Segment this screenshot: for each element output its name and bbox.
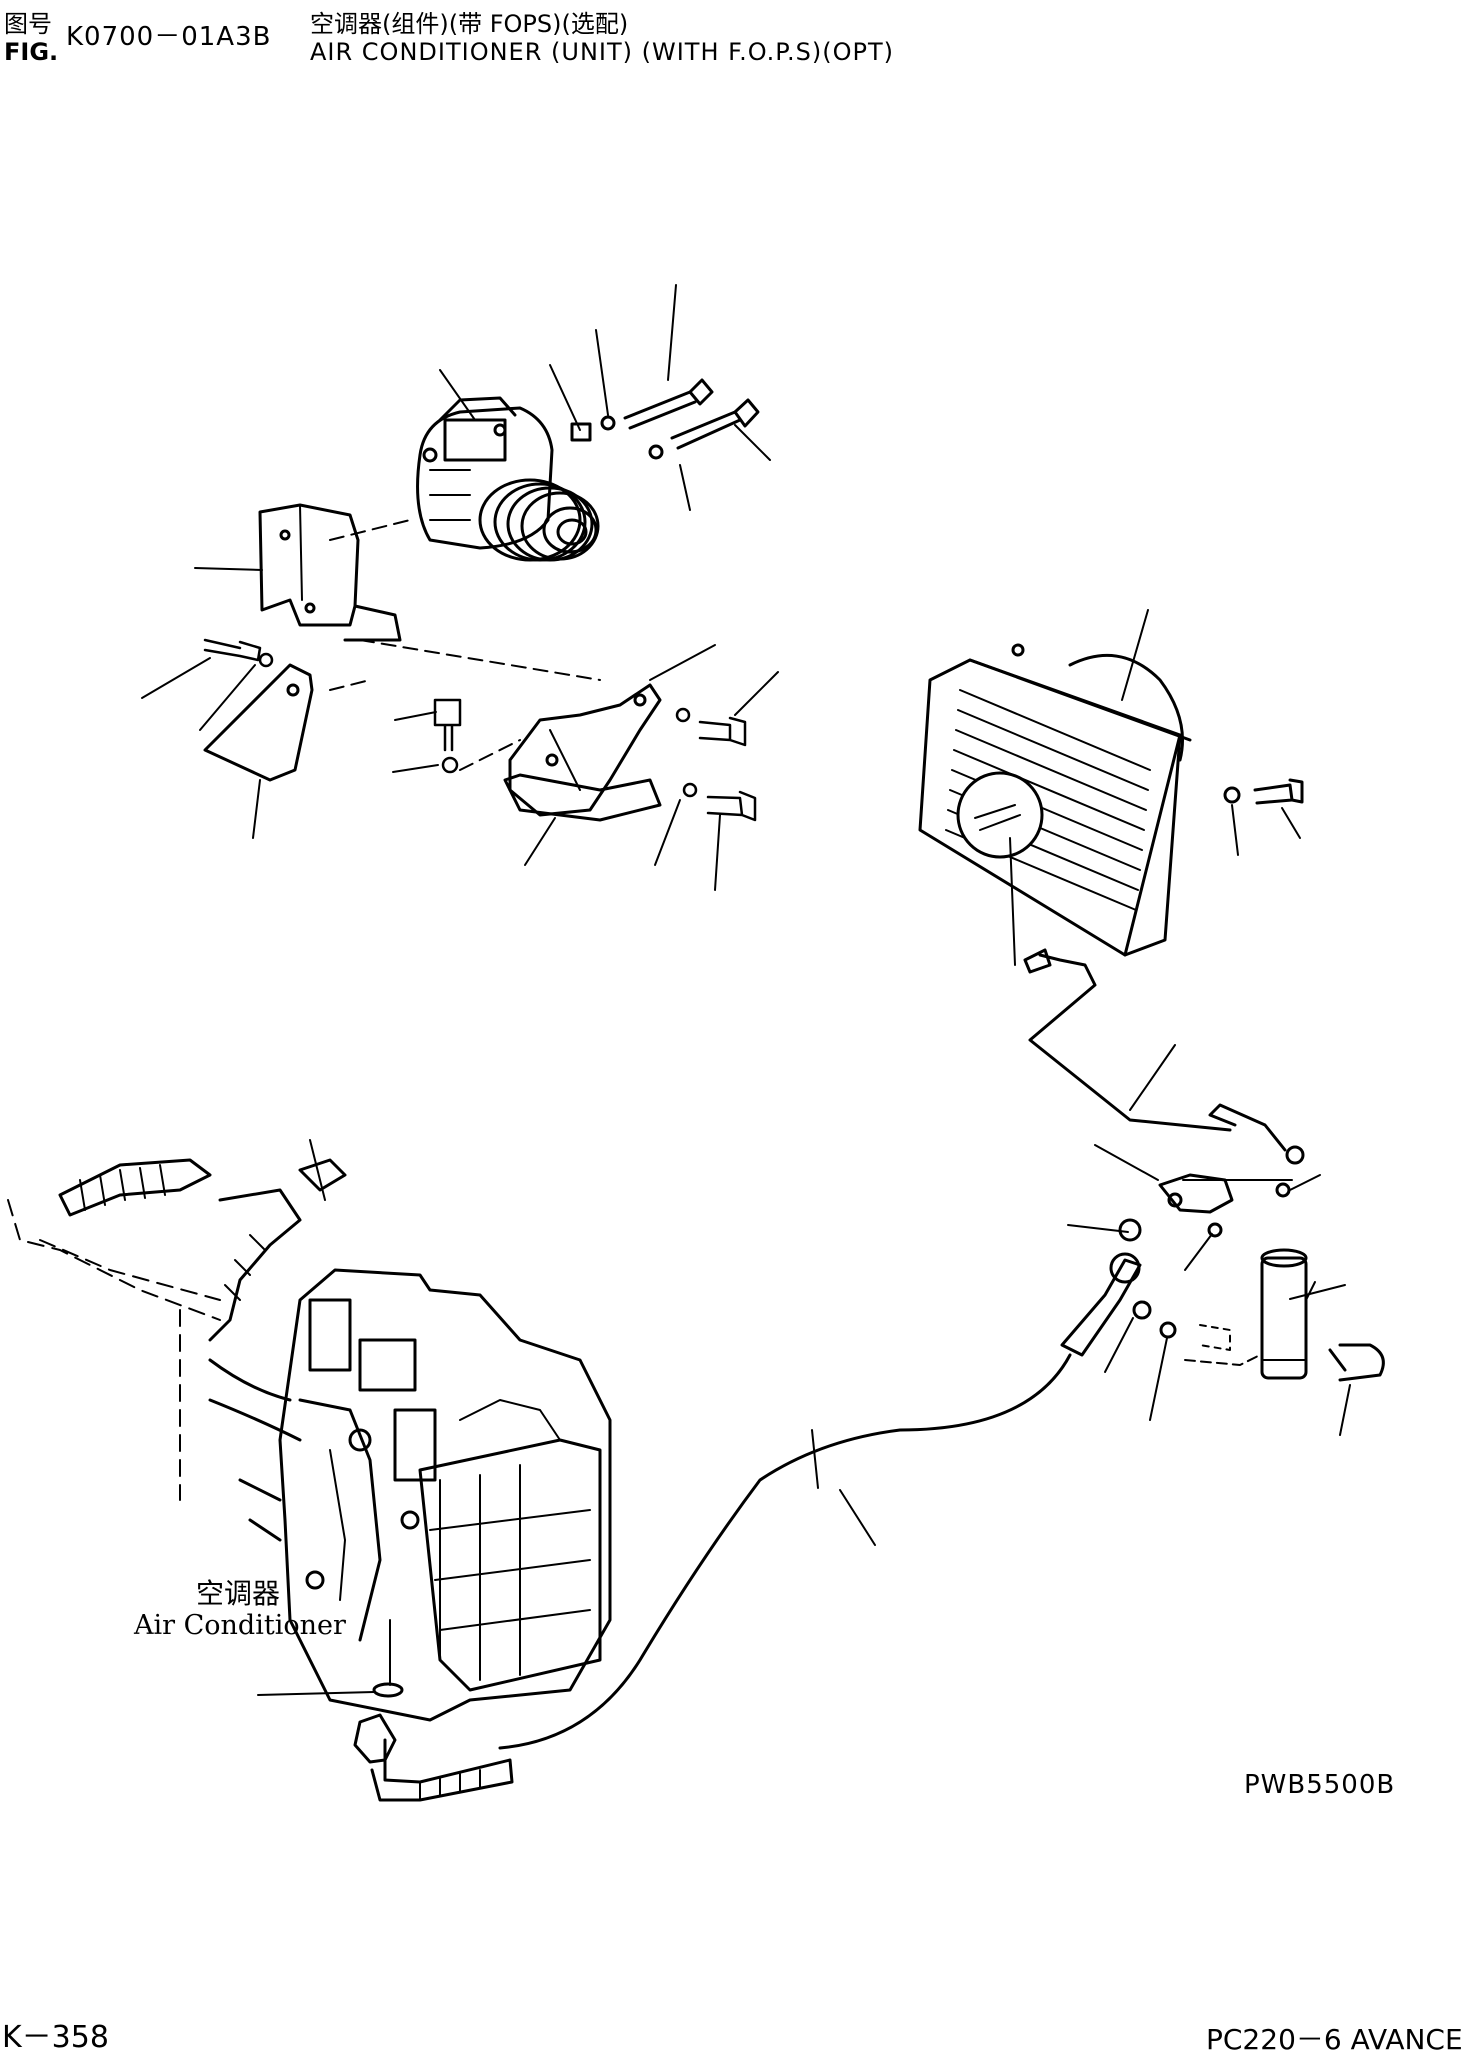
figure-title-en: AIR CONDITIONER (UNIT) (WITH F.O.P.S)(OP…	[310, 38, 894, 66]
refrigerant-pipe-upper	[1023, 948, 1305, 1165]
figure-number: K0700－01A3B	[66, 22, 272, 52]
compressor-fasteners	[570, 378, 760, 460]
fitting-block	[1158, 1173, 1291, 1238]
leader-lines	[141, 284, 1351, 1696]
figure-label-cn: 图号	[4, 10, 52, 38]
drawing-code: PWB5500B	[1244, 1770, 1396, 1800]
figure-label-en: FIG.	[4, 38, 59, 66]
air-conditioner-unit	[278, 1268, 612, 1722]
duct-dash-outline	[7, 1199, 221, 1501]
air-conditioner-label-en: Air Conditioner	[134, 1610, 346, 1641]
refrigerant-pipe-lower	[498, 1324, 1261, 1750]
air-conditioner-label-cn: 空调器	[196, 1577, 281, 1610]
receiver-drier	[1260, 1248, 1385, 1382]
compressor-bracket-lower	[503, 683, 662, 822]
air-duct	[58, 1158, 347, 1542]
compressor-bracket-upper	[258, 503, 402, 642]
compressor-centerlines	[329, 519, 601, 771]
compressor-pulley	[478, 478, 600, 562]
page-number: K－358	[2, 2020, 109, 2055]
pipe-fitting-lower	[353, 1682, 514, 1802]
condenser	[918, 643, 1304, 957]
compressor	[416, 396, 554, 550]
machine-model: PC220－6 AVANCE	[1206, 2023, 1463, 2056]
figure-header: 图号 K0700－01A3B FIG. 空调器(组件)(带 FOPS)(选配) …	[4, 2, 1104, 82]
flex-hose	[1060, 1218, 1177, 1357]
figure-title-cn: 空调器(组件)(带 FOPS)(选配)	[310, 10, 629, 38]
bracket-plate	[203, 663, 314, 782]
bracket-bolts	[203, 638, 757, 822]
